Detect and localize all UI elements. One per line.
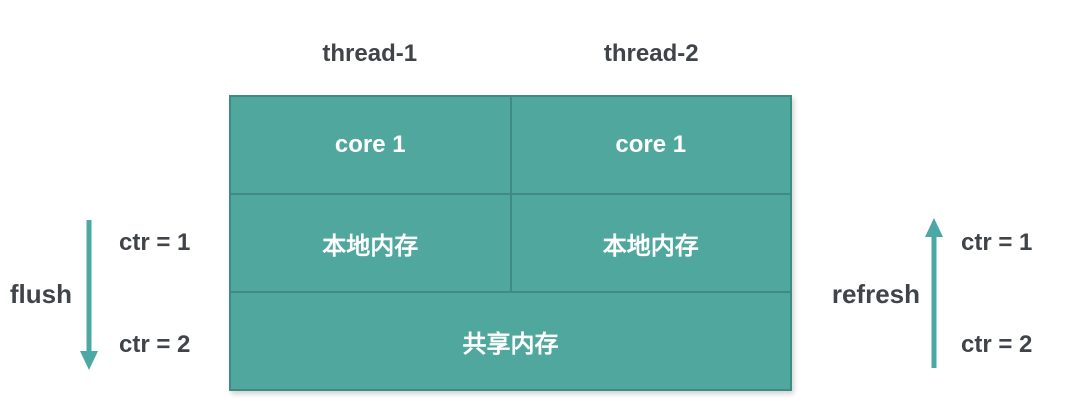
thread-2-header: thread-2 — [603, 40, 699, 67]
thread-headers: thread-1 thread-2 — [229, 40, 792, 68]
flush-ctr-after: ctr = 2 — [119, 331, 191, 358]
refresh-label: refresh — [831, 279, 920, 309]
flush-ctr-before: ctr = 1 — [119, 229, 191, 256]
cell-local-memory-thread-1: 本地内存 — [231, 195, 510, 291]
cell-shared-memory: 共享内存 — [231, 293, 790, 389]
flush-arrow-down-icon — [80, 220, 98, 370]
refresh-ctr-top: ctr = 1 — [961, 229, 1033, 256]
thread-1-header: thread-1 — [322, 40, 418, 67]
cell-core-thread-2: core 1 — [511, 97, 790, 193]
memory-table: core 1 core 1 本地内存 本地内存 共享内存 — [229, 95, 792, 391]
flush-label: flush — [9, 279, 72, 309]
cell-core-thread-1: core 1 — [231, 97, 510, 193]
cell-local-memory-thread-2: 本地内存 — [511, 195, 790, 291]
refresh-arrow-up-icon — [925, 218, 943, 368]
refresh-ctr-bottom: ctr = 2 — [961, 331, 1033, 358]
